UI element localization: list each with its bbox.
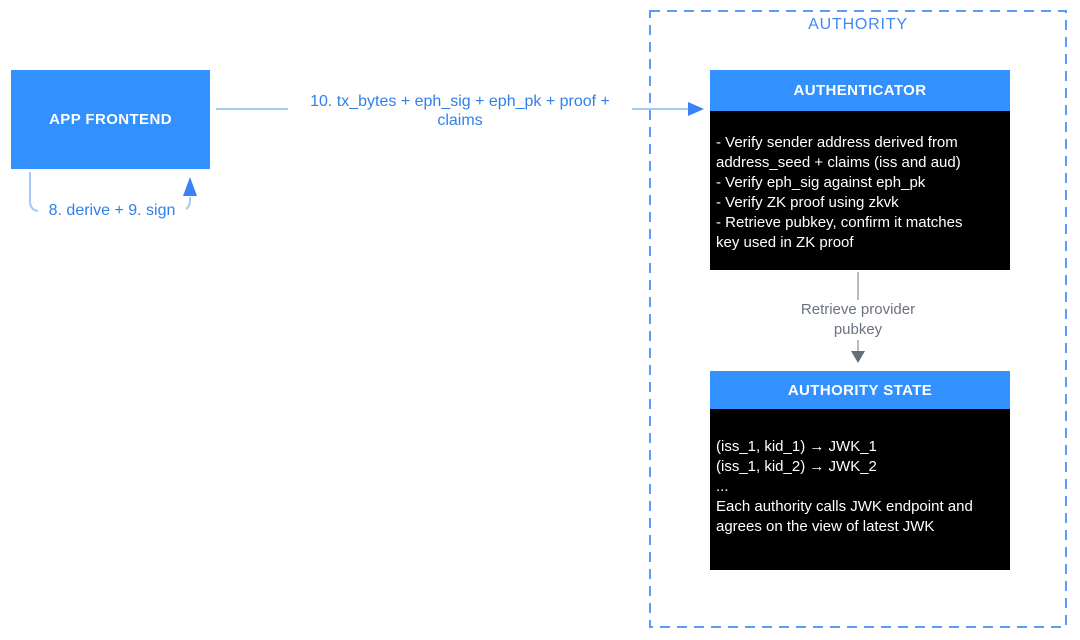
authenticator-header: AUTHENTICATOR <box>710 70 1010 111</box>
app-frontend-node: APP FRONTEND <box>11 70 210 169</box>
authenticator-body: - Verify sender address derived from add… <box>710 111 1010 270</box>
authority-container-label: AUTHORITY <box>808 16 908 33</box>
tx-arrow-label: 10. tx_bytes + eph_sig + eph_pk + proof … <box>288 92 632 130</box>
authority-state-body: (iss_1, kid_1) → JWK_1 (iss_1, kid_2) → … <box>710 409 1010 570</box>
app-frontend-label: APP FRONTEND <box>49 111 172 128</box>
derive-sign-arrowhead-icon <box>183 177 197 196</box>
authority-dashed-frame <box>649 10 1067 628</box>
derive-sign-arrow-label: 8. derive + 9. sign <box>38 201 186 220</box>
tx-arrowhead-icon <box>688 102 704 116</box>
authority-state-title: AUTHORITY STATE <box>787 381 933 399</box>
authenticator-title: AUTHENTICATOR <box>793 82 927 99</box>
authority-state-header: AUTHORITY STATE <box>710 371 1010 409</box>
retrieve-pubkey-arrow-label: Retrieve provider pubkey <box>783 300 933 340</box>
retrieve-pubkey-arrowhead-icon <box>851 351 865 363</box>
